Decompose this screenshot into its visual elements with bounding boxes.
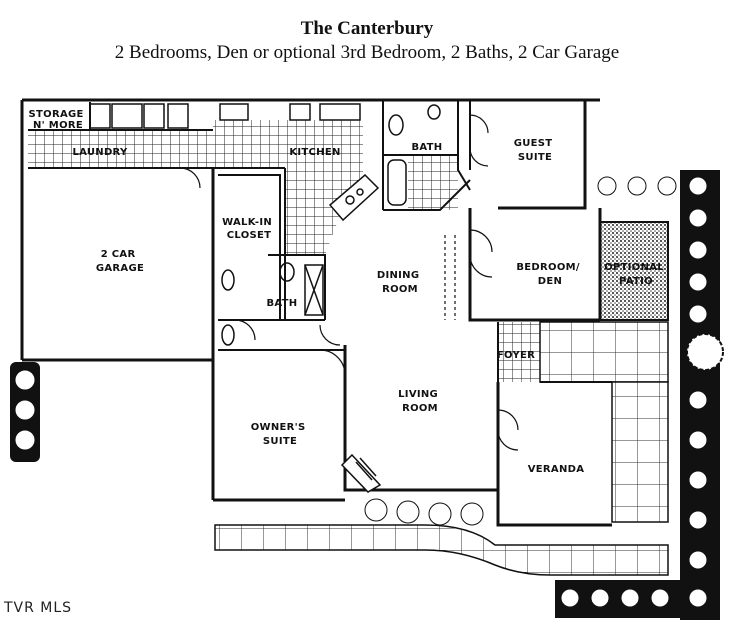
mls-watermark: TVR MLS (4, 600, 73, 616)
label-optional-patio: OPTIONAL PATIO (604, 262, 668, 287)
plan-title: The Canterbury (300, 18, 434, 39)
label-dining-room: DINING ROOM (377, 270, 423, 295)
optional-patio-area (599, 221, 669, 321)
label-garage: 2 CAR GARAGE (96, 249, 144, 274)
exterior-walls (20, 98, 612, 527)
label-foyer: FOYER (497, 350, 535, 361)
label-guest-suite: GUEST SUITE (514, 138, 556, 163)
label-storage: STORAGE N' MORE (29, 109, 88, 131)
fireplace (340, 453, 382, 493)
label-bath-upper: BATH (412, 142, 443, 153)
door-swings (179, 114, 519, 451)
label-walk-in-closet: WALK-IN CLOSET (222, 217, 276, 241)
label-veranda: VERANDA (528, 464, 585, 475)
kitchen-fixtures (89, 103, 380, 222)
paver-walkways (214, 321, 669, 576)
label-owners-suite: OWNER'S SUITE (251, 422, 310, 447)
label-bath-owner: BATH (267, 298, 298, 309)
landscape-shrubs (10, 170, 724, 620)
label-kitchen: KITCHEN (289, 147, 340, 158)
label-living-room: LIVING ROOM (398, 389, 442, 414)
plan-subtitle: 2 Bedrooms, Den or optional 3rd Bedroom,… (114, 42, 620, 63)
interior-walls (28, 100, 612, 383)
label-bedroom-den: BEDROOM/ DEN (516, 262, 583, 287)
bath-fixtures (221, 104, 441, 346)
label-laundry: LAUNDRY (72, 147, 128, 158)
